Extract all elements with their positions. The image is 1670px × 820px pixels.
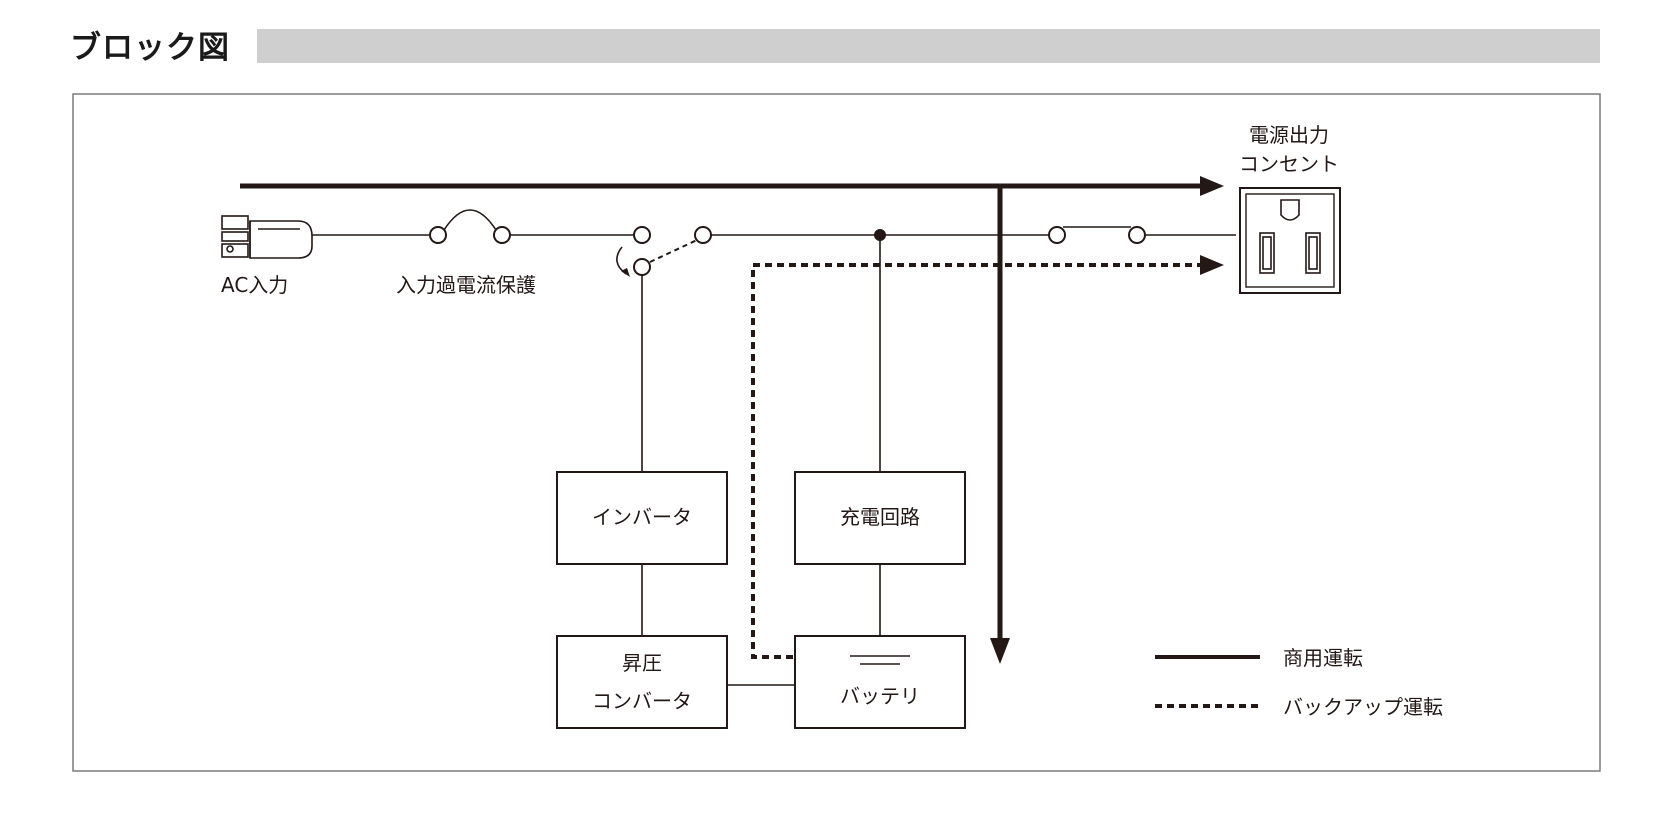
ac-plug-icon (221, 215, 313, 259)
overcurrent-label: 入力過電流保護 (396, 273, 536, 297)
commercial-arrowhead (1200, 176, 1224, 196)
inverter-label: インバータ (592, 505, 692, 529)
boost-converter-box (556, 635, 728, 729)
battery-box (794, 635, 966, 729)
heading-rule (257, 29, 1600, 63)
commercial-down-arrowhead (990, 638, 1010, 664)
transfer-switch-symbol (616, 226, 712, 472)
backup-arrowhead (1200, 255, 1224, 275)
boost-converter-label-line1: 昇圧 (622, 651, 662, 675)
outlet-label-line1: 電源出力 (1249, 123, 1329, 147)
legend-commercial-label: 商用運転 (1283, 646, 1363, 670)
inverter-box (556, 471, 728, 565)
output-relay-symbol (1048, 226, 1146, 244)
overcurrent-protector-symbol (429, 209, 511, 244)
commercial-path (240, 176, 1224, 664)
legend-backup-label: バックアップ運転 (1283, 695, 1443, 719)
outlet-label-line2: コンセント (1239, 152, 1339, 176)
legend: 商用運転 バックアップ運転 (1155, 646, 1443, 719)
battery-label: バッテリ (840, 684, 920, 708)
battery-symbol-icon (850, 655, 910, 665)
boost-converter-label-line2: コンバータ (592, 689, 692, 713)
power-outlet-icon (1239, 187, 1341, 294)
ac-input-label: AC入力 (221, 273, 288, 297)
page-title: ブロック図 (70, 29, 230, 66)
diagram-frame (72, 93, 1601, 772)
charging-circuit-label: 充電回路 (840, 505, 920, 529)
page-heading: ブロック図 (70, 22, 230, 66)
backup-path (751, 255, 1224, 659)
